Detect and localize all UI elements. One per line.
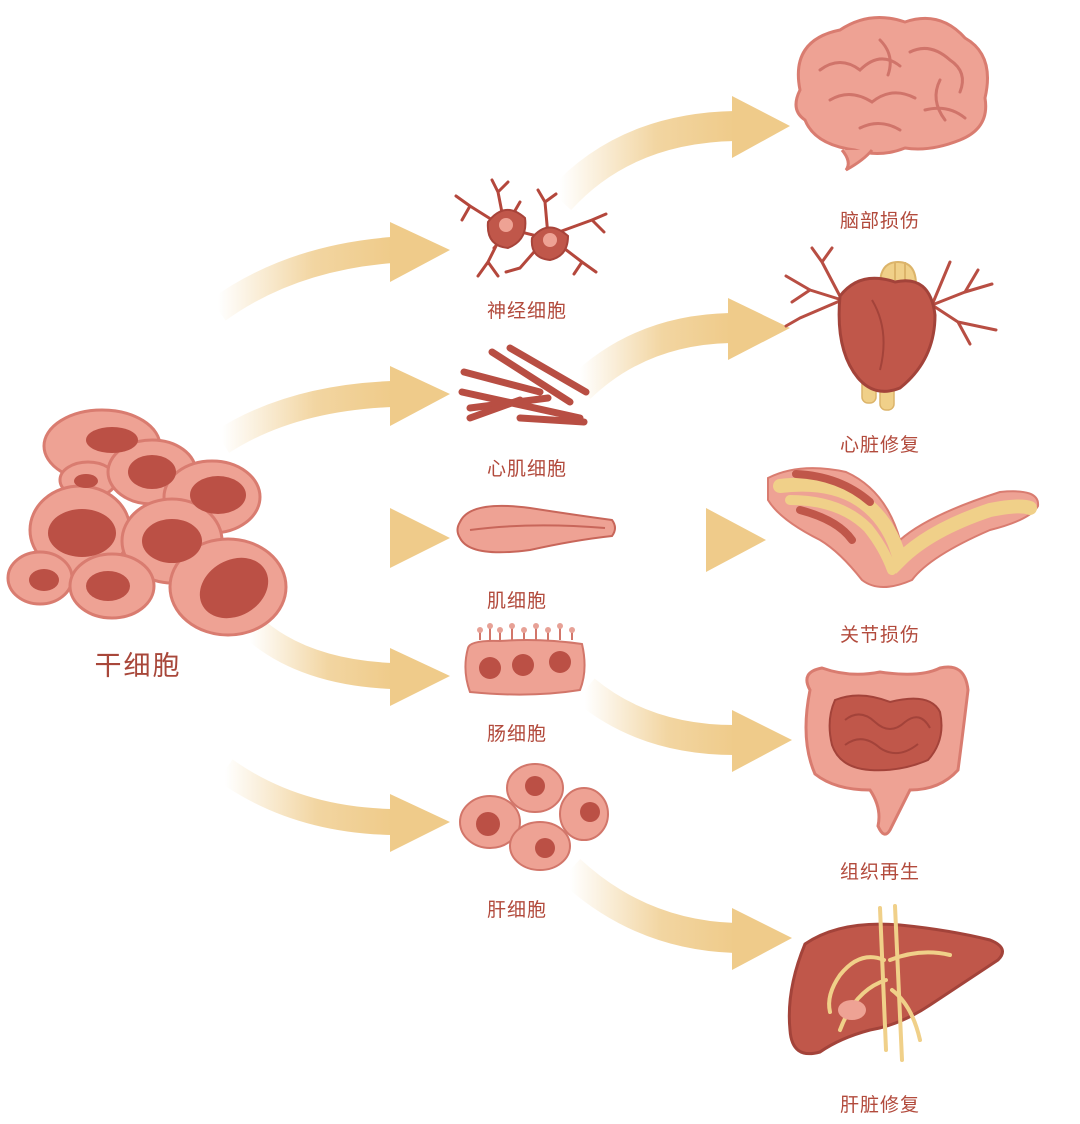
joint-illustration	[767, 467, 1040, 588]
arrows-group	[210, 96, 792, 970]
arrow-stem-to-liver-cell	[217, 759, 450, 852]
arrow-stem-to-cardiomyocyte	[214, 366, 450, 453]
muscle-cell-label: 肌细胞	[486, 590, 548, 612]
tissue-regeneration-label: 组织再生	[839, 861, 921, 883]
heart-repair-label: 心脏修复	[839, 434, 921, 456]
intestinal-cell-illustration	[464, 623, 586, 696]
arrow-intestinal-cell-to-intestines	[575, 678, 792, 772]
neuron-bodies	[486, 209, 570, 262]
cardiomyocyte-illustration	[458, 344, 590, 426]
liver-cell-illustration	[459, 763, 609, 871]
heart-illustration	[784, 246, 998, 411]
neuron-label: 神经细胞	[486, 300, 568, 322]
arrow-neuron-to-brain	[548, 96, 790, 211]
liver-repair-label: 肝脏修复	[839, 1094, 921, 1116]
arrow-muscle-cell-to-joint	[605, 508, 766, 572]
arrow-stem-to-muscle-cell	[258, 508, 450, 568]
arrow-stem-to-intestinal-cell	[241, 615, 450, 706]
cardiomyocyte-label: 心肌细胞	[486, 458, 568, 480]
brain-illustration	[794, 16, 989, 172]
stem-cell-label: 干细胞	[94, 651, 182, 682]
intestines-illustration	[804, 665, 970, 836]
arrow-liver-cell-to-liver	[559, 858, 792, 970]
muscle-cell-illustration	[456, 504, 616, 554]
stem-cell-cluster-illustration	[6, 408, 288, 637]
arrow-stem-to-neuron	[210, 222, 450, 321]
liver-illustration	[787, 904, 1004, 1062]
brain-injury-label: 脑部损伤	[839, 210, 921, 232]
joint-injury-label: 关节损伤	[839, 624, 921, 646]
intestinal-cell-label: 肠细胞	[486, 723, 548, 745]
arrow-cardiomyocyte-to-heart	[569, 298, 790, 399]
liver-cell-label: 肝细胞	[486, 899, 548, 921]
